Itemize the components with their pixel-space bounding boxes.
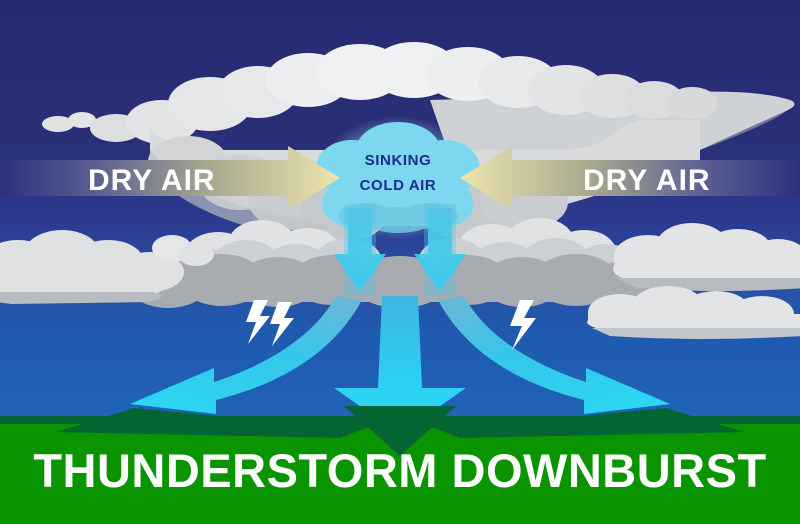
cloud-right-lower [587, 286, 800, 339]
outflow-arrow-left [130, 296, 362, 414]
cloud-left-foreground [0, 230, 184, 304]
cold-air-haze-columns [344, 204, 456, 296]
dry-air-arrow-left [0, 146, 340, 210]
outflow-arrow-right [438, 296, 670, 414]
cloud-left-small-upper [152, 235, 214, 266]
lightning-bolt-2 [270, 302, 294, 346]
sinking-cold-air-label-line2: COLD AIR [360, 177, 437, 194]
lightning-bolts [246, 300, 536, 350]
dry-air-arrow-right [460, 146, 800, 210]
lightning-bolt-1 [246, 300, 270, 344]
cold-air-downdraft-shafts [334, 208, 466, 292]
lightning-bolt-3 [510, 300, 536, 350]
ground-shadows [56, 406, 744, 456]
dry-air-label-right: DRY AIR [583, 164, 711, 197]
diagram-title: THUNDERSTORM DOWNBURST [33, 444, 766, 497]
dry-air-label-left: DRY AIR [88, 164, 216, 197]
cloud-right-upper [613, 223, 800, 291]
center-downburst-arrow [334, 296, 466, 434]
sinking-cold-air-label-line1: SINKING [365, 152, 432, 169]
